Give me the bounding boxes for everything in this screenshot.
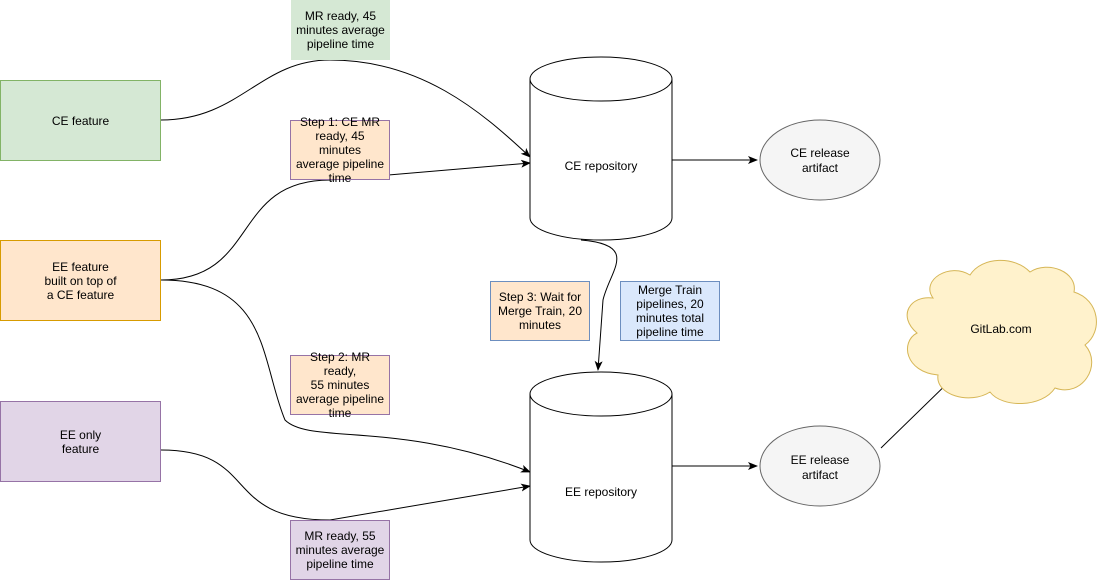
ee-only-feature-box: EE only feature — [0, 401, 161, 482]
ee-artifact-line-1: EE release — [791, 453, 850, 467]
edge-ee-feature-to-ee-repo — [160, 279, 531, 473]
ce-repository: CE repository — [529, 56, 673, 241]
edge-ee-feature-to-ce-repo — [160, 159, 531, 281]
gitlab-com-label: GitLab.com — [970, 322, 1031, 336]
note-step-2: Step 2: MR ready, 55 minutes average pip… — [290, 350, 390, 420]
note-merge-train: Merge Train pipelines, 20 minutes total … — [620, 281, 720, 341]
ee-artifact-line-2: artifact — [802, 468, 839, 482]
ee-feature-box: EE feature built on top of a CE feature — [0, 240, 161, 321]
note-ce-mr-ready: MR ready, 45 minutes average pipeline ti… — [291, 0, 390, 60]
gitlab-com-cloud: GitLab.com — [906, 259, 1097, 404]
ce-release-artifact: CE release artifact — [759, 119, 881, 201]
edge-ee-only-to-ee-repo — [160, 449, 531, 521]
ee-release-artifact: EE release artifact — [759, 425, 881, 507]
ce-feature-box: CE feature — [0, 80, 161, 161]
edge-ce-feature-to-ce-repo — [160, 59, 531, 158]
note-step-1: Step 1: CE MR ready, 45 minutes average … — [290, 115, 390, 185]
note-ee-mr-ready: MR ready, 55 minutes average pipeline ti… — [290, 520, 390, 580]
note-step-3: Step 3: Wait for Merge Train, 20 minutes — [490, 281, 590, 341]
edge-ce-repo-to-ee-repo — [580, 239, 618, 371]
ce-repository-label: CE repository — [565, 159, 638, 173]
ee-repository: EE repository — [529, 371, 673, 563]
ee-repository-label: EE repository — [565, 485, 637, 499]
ce-artifact-line-1: CE release — [790, 146, 850, 160]
ce-artifact-line-2: artifact — [802, 161, 839, 175]
